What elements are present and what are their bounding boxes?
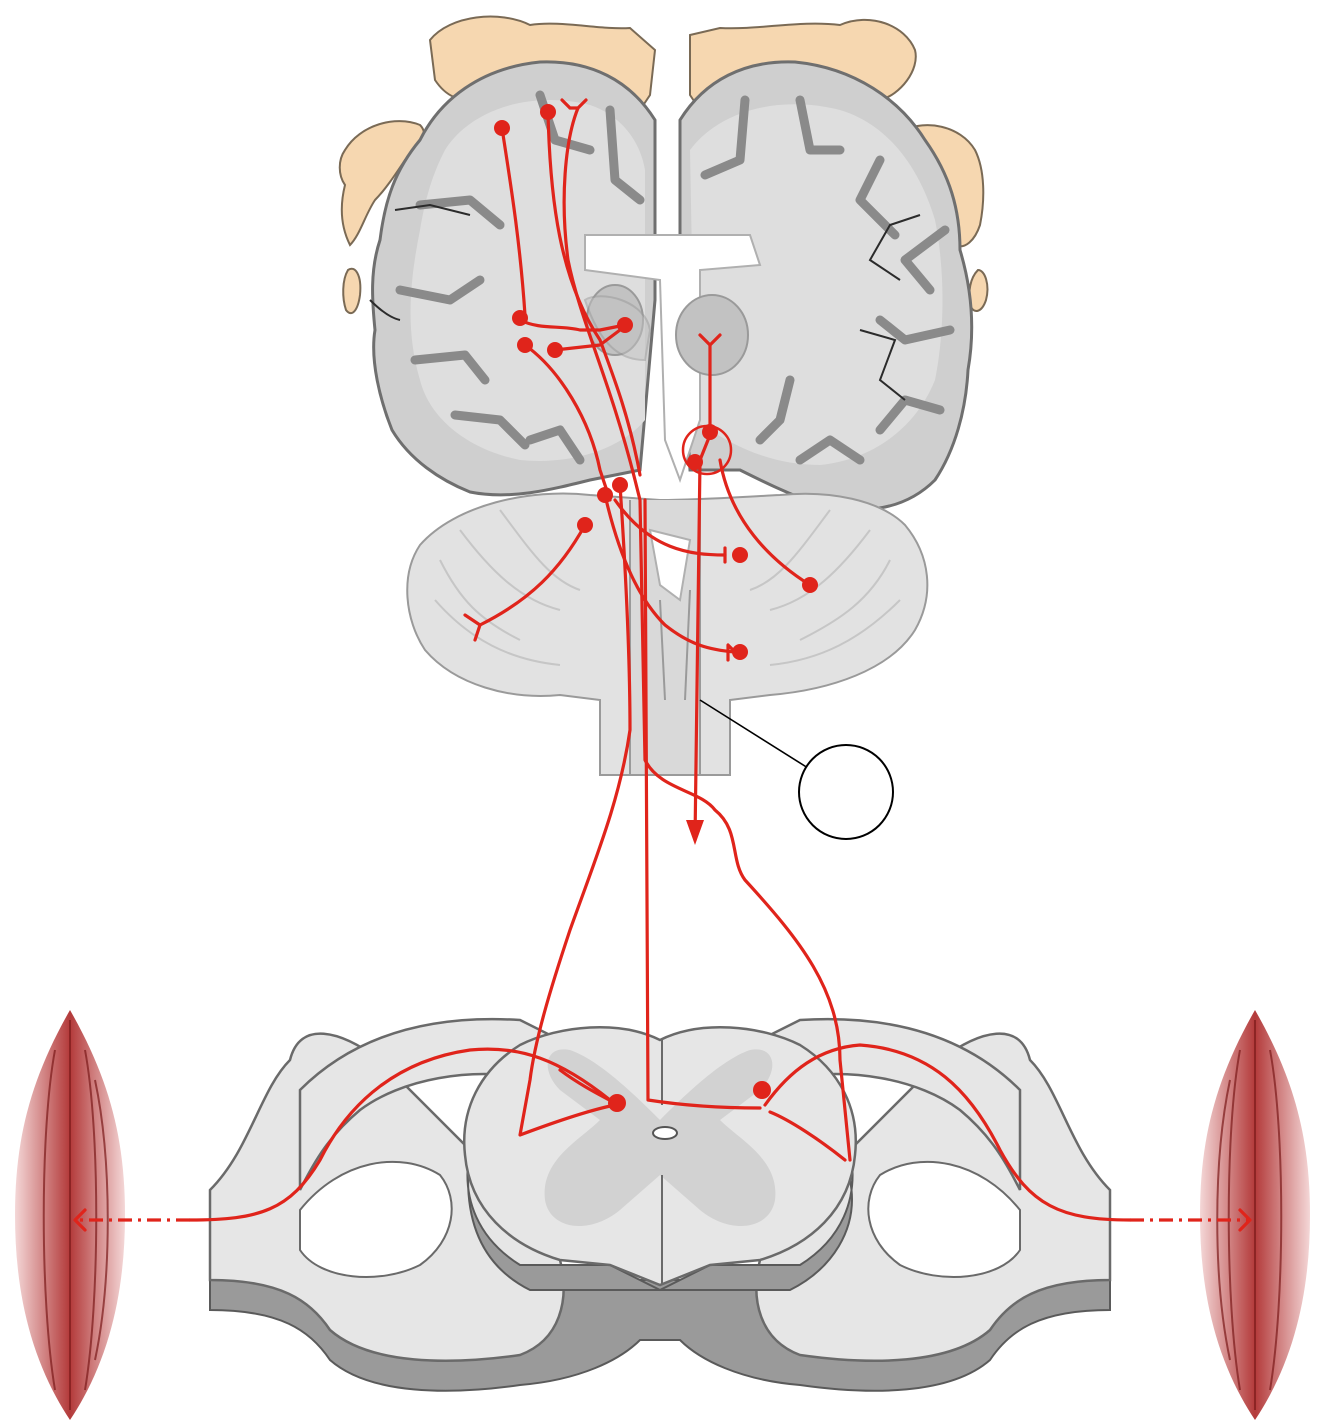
right-muscle (1200, 1010, 1310, 1420)
label-circle (799, 745, 893, 839)
cerebellum-brainstem (407, 493, 927, 775)
spinal-cord-segment (210, 1019, 1110, 1391)
left-muscle (15, 1010, 125, 1420)
